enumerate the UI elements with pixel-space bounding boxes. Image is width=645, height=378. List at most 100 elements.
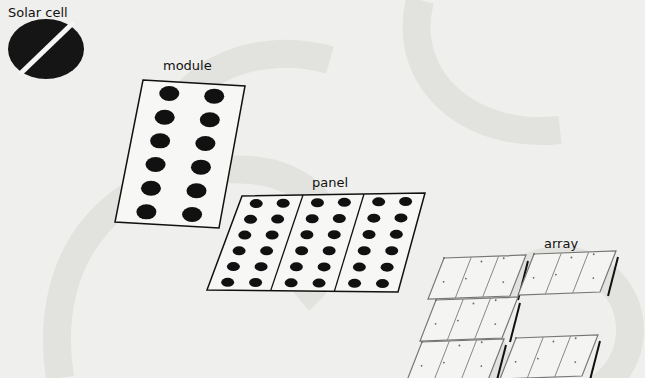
cell-dot (266, 230, 279, 239)
module-cells (136, 86, 224, 222)
speckle (553, 341, 555, 343)
array-divider (555, 336, 571, 377)
cell-dot (233, 246, 246, 255)
speckle (421, 341, 423, 343)
cell-dot (353, 263, 366, 272)
cell-dot (376, 279, 389, 288)
cell-dot (313, 279, 326, 288)
speckle (537, 358, 539, 360)
speckle (435, 299, 437, 301)
cell-dot (311, 198, 324, 207)
panel-dividers (271, 194, 364, 291)
speckle (481, 261, 483, 263)
cell-dot (244, 215, 257, 224)
cell-dot (363, 230, 376, 239)
panel-cells (221, 197, 412, 288)
speckle (593, 253, 595, 255)
cell-dot (367, 214, 380, 223)
cell-dot (255, 262, 268, 271)
cell-dot (333, 214, 346, 223)
cell-dot (182, 207, 202, 222)
part-label: array (544, 237, 578, 251)
cell-dot (238, 231, 251, 240)
cell-dot (249, 278, 262, 287)
cell-dot (381, 263, 394, 272)
array-stand (510, 303, 520, 342)
cell-dot (136, 204, 156, 219)
array-divider (527, 337, 543, 378)
speckle (495, 299, 497, 301)
cell-dot (195, 136, 215, 151)
speckle (533, 277, 535, 279)
cell-dot (227, 262, 240, 271)
array-panel (406, 339, 504, 378)
speckle (515, 361, 517, 363)
cell-dot (141, 181, 161, 196)
cell-dot (306, 214, 319, 223)
cell-dot (159, 86, 179, 101)
part-label: Solar cell (8, 6, 68, 20)
cell-dot (328, 230, 341, 239)
speckle (515, 337, 517, 339)
cell-dot (260, 246, 273, 255)
speckle (555, 274, 557, 276)
array-divider (545, 253, 561, 294)
speckle (533, 253, 535, 255)
cell-dot (295, 246, 308, 255)
panel-divider (334, 194, 364, 291)
speckle (503, 257, 505, 259)
array-divider (455, 257, 471, 298)
cell-dot (277, 199, 290, 208)
speckle (459, 345, 461, 347)
speckle (575, 337, 577, 339)
cell-dot (204, 89, 224, 104)
array-divider (433, 341, 449, 378)
cell-dot (191, 160, 211, 175)
cell-dot (150, 133, 170, 148)
speckle (574, 361, 576, 363)
speckle (480, 365, 482, 367)
cell-dot (290, 262, 303, 271)
array-divider (573, 252, 589, 293)
array-panel (428, 255, 526, 299)
panel-divider (271, 195, 303, 291)
array-panel (518, 251, 616, 295)
cell-dot (338, 198, 351, 207)
speckle (443, 257, 445, 259)
speckle (457, 320, 459, 322)
part-label: module (163, 59, 212, 73)
speckle (465, 278, 467, 280)
speckle (481, 341, 483, 343)
module-frame (115, 80, 245, 228)
cell-dot (399, 197, 412, 206)
cell-dot (323, 246, 336, 255)
cell-dot (372, 197, 385, 206)
part-label: panel (312, 176, 348, 190)
speckle (494, 323, 496, 325)
speckle (421, 365, 423, 367)
cell-dot (285, 278, 298, 287)
speckle (473, 303, 475, 305)
array-divider (483, 256, 499, 297)
array-divider (461, 340, 477, 378)
cell-dot (300, 230, 313, 239)
array-panels (406, 251, 618, 378)
cell-dot (390, 230, 403, 239)
array-divider (475, 298, 491, 339)
cell-dot (318, 262, 331, 271)
array-divider (447, 299, 463, 340)
cell-dot (221, 278, 234, 287)
array-stand (608, 257, 618, 296)
cell-dot (250, 199, 263, 208)
array-stand (590, 341, 600, 378)
cell-dot (200, 112, 220, 127)
speckle (443, 362, 445, 364)
speckle (443, 281, 445, 283)
cell-dot (271, 215, 284, 224)
cell-dot (348, 279, 361, 288)
cell-dot (155, 110, 175, 125)
solar-cell (8, 19, 84, 79)
array-panel (500, 335, 598, 378)
speckle (435, 323, 437, 325)
cell-dot (385, 246, 398, 255)
